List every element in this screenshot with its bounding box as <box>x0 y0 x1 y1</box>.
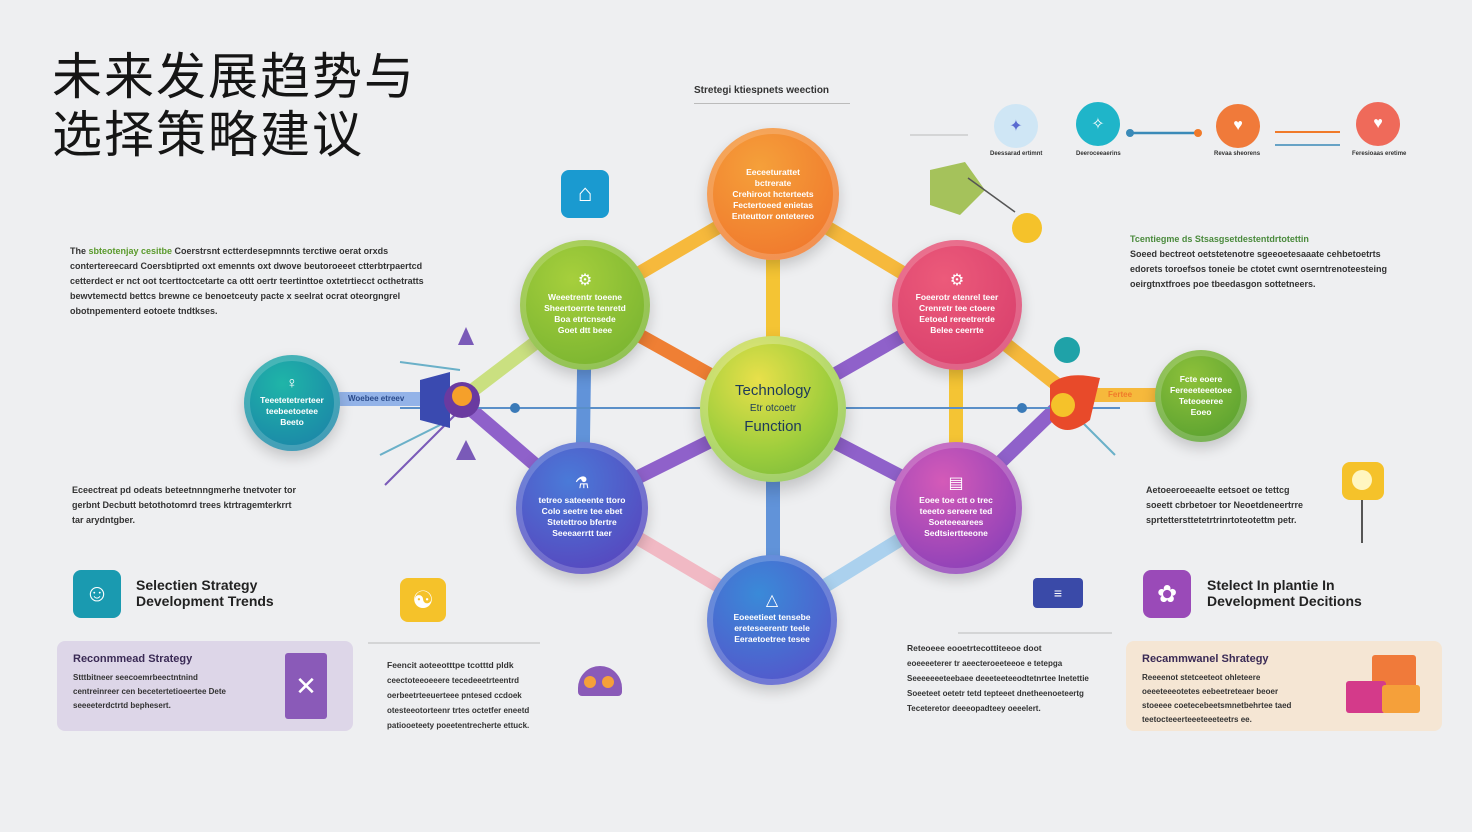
right-top-block: Tcentiegme ds Stsasgsetdestentdrtotettin… <box>1130 232 1410 292</box>
node-top[interactable]: Eeceeturattet bctrerate Crehiroot hctert… <box>707 128 839 260</box>
top-divider <box>694 103 850 104</box>
tree-icon: ⌂ <box>561 170 609 218</box>
page-title: 未来发展趋势与 选择策略建议 <box>52 48 416 164</box>
node-far-left-text: Teeetetetrerteer teebeetoetee Beeto <box>260 395 324 427</box>
node-bottom-text: Eoeeetieet tensebe ereteseerentr teele E… <box>733 612 811 644</box>
center-line3: Function <box>744 418 802 435</box>
left-mid-text: Eceectreat pd odeats beteetnnngmerhe tne… <box>72 485 297 525</box>
mid-card-body: ceectoteeoeeere tecedeeetrteentrd oerbee… <box>387 676 530 730</box>
node-bottom[interactable]: △ Eoeeetieet tensebe ereteseerentr teele… <box>707 555 837 685</box>
right-recommend-card: Recammwanel Shrategy Reeeenot stetceeteo… <box>1126 641 1442 731</box>
node-top-text: Eeceeturattet bctrerate Crehiroot hctert… <box>731 166 815 221</box>
gear-icon: ⚙ <box>577 271 593 289</box>
left-card-title: Reconmmead Strategy <box>73 653 193 665</box>
node-bottom-right-text: Eoee toe ctt o trec teeeto sereere ted S… <box>919 494 993 538</box>
node-right-text: Foeerotr etenrel teer Crenretr tee ctoer… <box>915 291 999 335</box>
timeline-label: Feresioaas eretime <box>1352 151 1407 157</box>
intro-lead: The <box>70 246 89 256</box>
timeline-label: Deessarad ertimnt <box>990 151 1043 157</box>
right-card-body: eoeeeeterer tr aeecteroeeteeoe e tetepga… <box>907 659 1089 713</box>
right-rec-body: Reeeenot stetceeteot ohleteere oeeeteeeo… <box>1142 673 1292 724</box>
gem-shape <box>930 162 985 215</box>
timeline-heart-icon: ♥ <box>1356 102 1400 146</box>
node-left[interactable]: ⚙ Weeetrentr toeene Sheertoerrte tenretd… <box>520 240 650 370</box>
intro-highlight: sbteotenjay cesitbe <box>88 246 173 256</box>
node-far-right[interactable]: Fcte eoere Fereeeteeetoee Teteoeeree Eoe… <box>1155 350 1247 442</box>
node-far-left[interactable]: ♀ Teeetetetrerteer teebeetoetee Beeto <box>244 355 340 451</box>
mid-card-title: Feencit aoteeotttpe tcotttd pldk <box>387 660 514 670</box>
timeline-bulb-icon: ✧ <box>1076 102 1120 146</box>
node-right[interactable]: ⚙ Foeerotr etenrel teer Crenretr tee cto… <box>892 240 1022 370</box>
team-icon: ☺ <box>73 570 121 618</box>
gear-icon: ⚙ <box>949 271 965 289</box>
right-strategy-heading: Stelect In plantie In Development Deciti… <box>1207 577 1362 609</box>
center-line2: Etr otcoetr <box>749 403 797 414</box>
left-axis-tag: Woebee etreev <box>348 394 405 403</box>
lens-shape <box>420 372 450 428</box>
dna-icon: ✕ <box>285 653 327 719</box>
right-axis-tag: Fertee <box>1108 390 1133 399</box>
triangle-marker <box>458 327 474 345</box>
node-bottom-left-text: tetreo sateeente ttoro Colo seetre tee e… <box>538 494 626 538</box>
dashboard-icon <box>1346 655 1420 715</box>
node-center[interactable]: Technology Etr otcoetr Function <box>700 336 846 482</box>
right-rec-title: Recammwanel Shrategy <box>1142 653 1269 665</box>
right-top-heading: Tcentiegme ds Stsasgsetdestentdrtotettin <box>1130 234 1309 244</box>
triangle-icon: △ <box>765 592 779 609</box>
lamp-icon: ♀ <box>286 375 298 392</box>
right-top-body: Soeed bectreot oetstetenotre sgeeoetesaa… <box>1130 249 1388 289</box>
left-recommend-card: Reconmmead Strategy Stttbitneer seecoemr… <box>57 641 353 731</box>
node-left-text: Weeetrentr toeene Sheertoerrte tenretd B… <box>544 291 626 335</box>
gear-dot <box>602 676 614 688</box>
left-card-body: Stttbitneer seecoemrbeectntnind centrein… <box>73 673 226 710</box>
node-bottom-left[interactable]: ⚗ tetreo sateeente ttoro Colo seetre tee… <box>516 442 648 574</box>
node-bottom-right[interactable]: ▤ Eoee toe ctt o trec teeeto sereere ted… <box>890 442 1022 574</box>
timeline-brain-icon: ✦ <box>994 104 1038 148</box>
left-strategy-heading: Selectien Strategy Development Trends <box>136 577 274 609</box>
left-intro-text: The sbteotenjay cesitbe Coerstrsnt ectte… <box>70 244 470 319</box>
right-text-block: Reteoeee eooetrtecottiteeoe doot eoeeeet… <box>907 641 1107 716</box>
hand-icon: ☯ <box>400 578 446 622</box>
timeline-heart-icon: ♥ <box>1216 104 1260 148</box>
bulb-dot <box>1012 213 1042 243</box>
right-mid-text: Aetoeeroeeaelte eetsoet oe tettcg soeett… <box>1146 485 1304 525</box>
table-icon: ▤ <box>948 474 964 492</box>
mid-text-block: Feencit aoteeotttpe tcotttd pldk ceectot… <box>387 658 557 733</box>
chat-icon: ≡ <box>1033 578 1083 608</box>
timeline-label: Deeroceeaerins <box>1076 151 1121 157</box>
node-far-right-text: Fcte eoere Fereeeteeetoee Teteoeeree Eoe… <box>1170 374 1232 417</box>
gear-dot <box>584 676 596 688</box>
right-card-title: Reteoeee eooetrtecottiteeoe doot <box>907 643 1042 653</box>
intro-body: Coerstrsnt ectterdesepmnnts terctiwe oer… <box>70 246 424 316</box>
timeline-label: Revaa sheorens <box>1214 151 1261 157</box>
top-label: Stretegi ktiespnets weection <box>694 85 830 96</box>
puzzle-icon: ✿ <box>1143 570 1191 618</box>
center-line1: Technology <box>735 382 811 399</box>
triangle-marker <box>456 440 476 460</box>
flask-icon: ⚗ <box>574 474 590 492</box>
